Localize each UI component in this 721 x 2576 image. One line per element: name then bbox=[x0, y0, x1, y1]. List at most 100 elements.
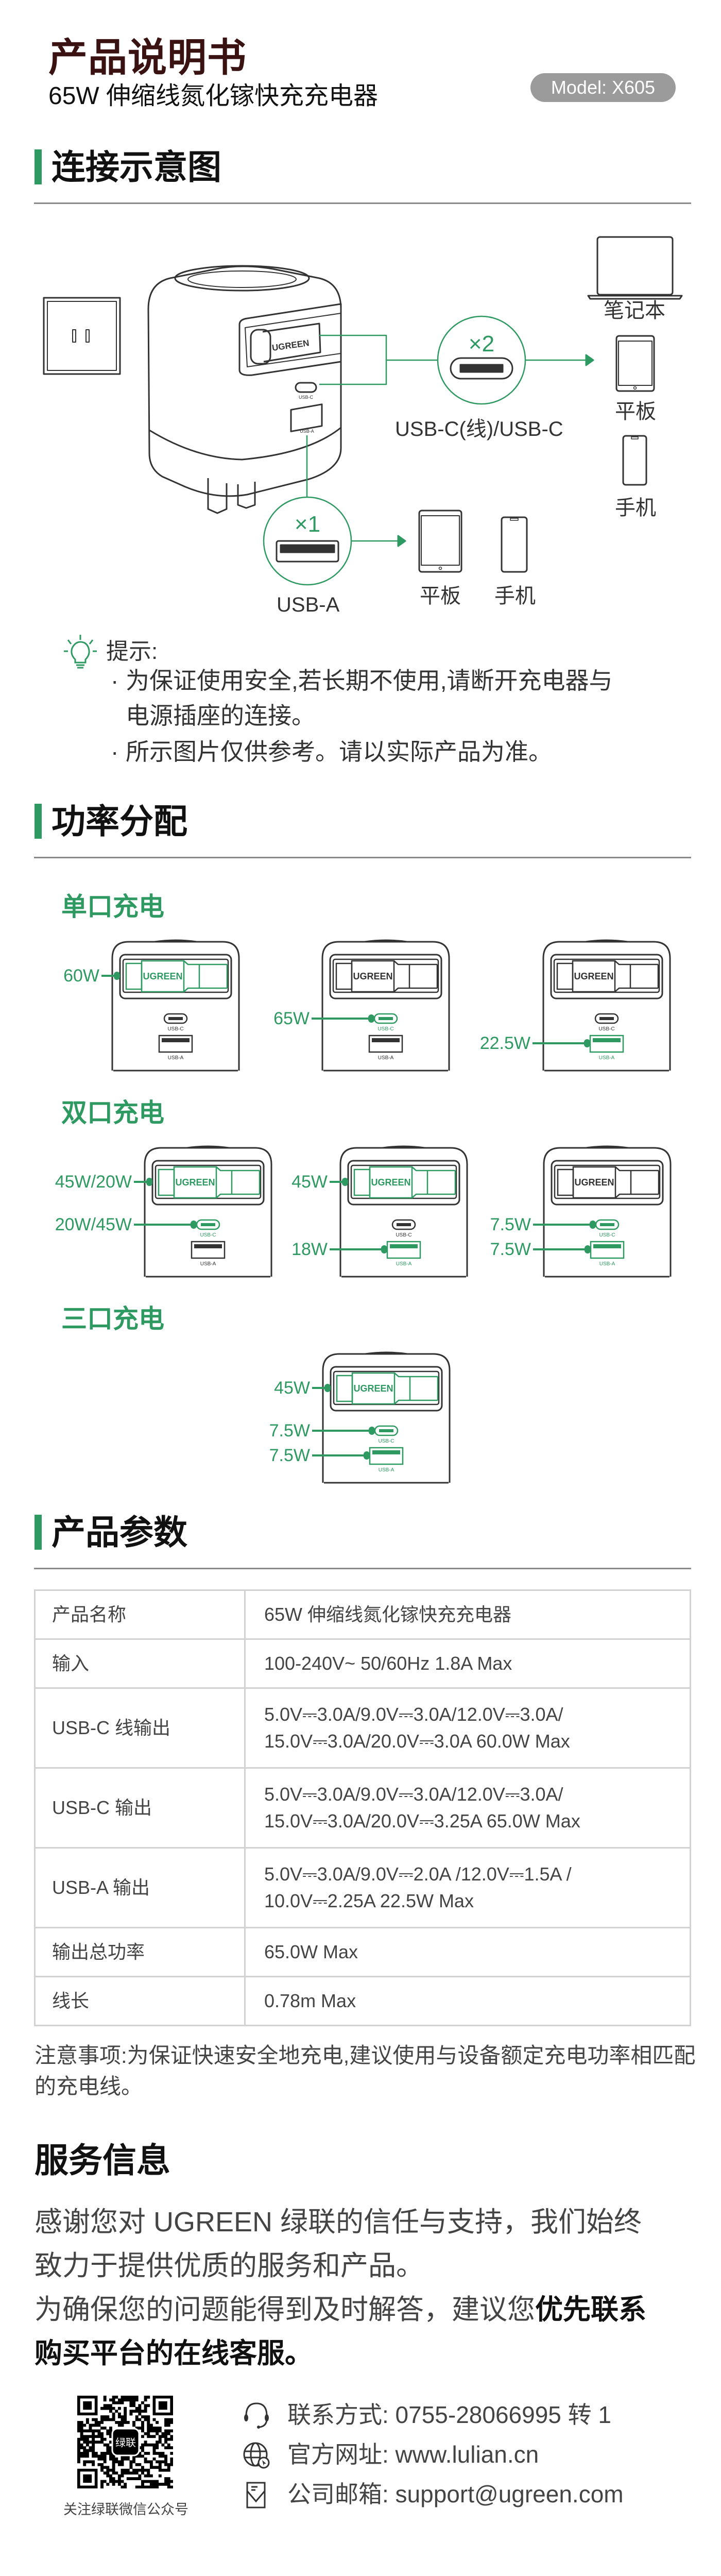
arrow-right-icon bbox=[397, 535, 406, 547]
bullet: · bbox=[111, 667, 119, 694]
power-leader-dot bbox=[590, 1221, 596, 1229]
power-leader-dot bbox=[324, 1384, 331, 1392]
svg-text:USB-A: USB-A bbox=[379, 1467, 394, 1473]
power-label: 45W bbox=[291, 1172, 328, 1192]
device-label-phone: 手机 bbox=[494, 585, 536, 607]
svg-text:USB-A: USB-A bbox=[168, 1055, 184, 1061]
mail-icon bbox=[246, 2482, 266, 2509]
spec-row: 线长 0.78m Max bbox=[34, 1976, 691, 2026]
power-leader-line bbox=[533, 1224, 592, 1226]
power-label: 65W bbox=[273, 1009, 310, 1028]
power-leader-dot bbox=[146, 1178, 152, 1186]
tablet-icon bbox=[615, 335, 655, 392]
tablet-icon bbox=[418, 510, 462, 573]
product-subtitle: 65W 伸缩线氮化镓快充充电器 bbox=[48, 82, 379, 110]
svg-text:USB-C: USB-C bbox=[378, 1438, 394, 1444]
power-label: 45W bbox=[274, 1378, 310, 1398]
brand-logo: UGREEN bbox=[143, 971, 182, 981]
lightbulb-icon bbox=[64, 635, 97, 669]
contact-website[interactable]: 官方网址: www.lulian.cn bbox=[287, 2441, 539, 2468]
power-leader-dot bbox=[368, 1014, 374, 1023]
device-label-tablet: 平板 bbox=[615, 400, 656, 423]
connector-lines bbox=[263, 315, 587, 586]
service-emphasis: 购买平台的在线客服。 bbox=[35, 2338, 313, 2369]
power-leader-dot bbox=[114, 972, 120, 980]
charger-front-view: UGREEN USB-C USB-A bbox=[321, 938, 451, 1072]
power-group-title: 三口充电 bbox=[61, 1304, 164, 1333]
usb-a-caption: USB-A bbox=[277, 594, 340, 616]
power-leader-line bbox=[134, 1224, 193, 1226]
svg-text:USB-A: USB-A bbox=[378, 1055, 394, 1061]
svg-text:USB-A: USB-A bbox=[599, 1261, 615, 1267]
usb-a-count: ×1 bbox=[295, 512, 320, 537]
usb-c-count: ×2 bbox=[469, 331, 494, 357]
power-leader-line bbox=[312, 1018, 370, 1020]
spec-key: 线长 bbox=[34, 1976, 246, 2026]
section-divider bbox=[34, 1568, 691, 1569]
power-leader-line bbox=[330, 1248, 383, 1250]
spec-value: 5.0V⎓3.0A/9.0V⎓3.0A/12.0V⎓3.0A/15.0V⎓3.0… bbox=[244, 1767, 691, 1849]
svg-text:USB-A: USB-A bbox=[396, 1261, 412, 1267]
power-label: 60W bbox=[63, 966, 99, 986]
section-divider bbox=[34, 202, 691, 204]
headset-icon bbox=[244, 2402, 269, 2429]
cable-plug bbox=[125, 960, 228, 993]
service-text-line: 感谢您对 UGREEN 绿联的信任与支持，我们始终 bbox=[35, 2207, 642, 2238]
usb-a-port-icon bbox=[158, 1035, 193, 1053]
power-leader-dot bbox=[585, 1245, 591, 1253]
brand-logo: UGREEN bbox=[353, 971, 392, 981]
globe-icon bbox=[243, 2442, 270, 2469]
spec-value-line: 65.0W Max bbox=[264, 1941, 358, 1962]
spec-value-line: 0.78m Max bbox=[264, 1990, 356, 2011]
usb-a-port-icon bbox=[386, 1241, 421, 1259]
spec-value-line: 15.0V⎓3.0A/20.0V⎓3.25A 65.0W Max bbox=[264, 1810, 580, 1832]
service-text: 为确保您的问题能得到及时解答，建议您 bbox=[35, 2294, 535, 2325]
contact-phone: 联系方式: 0755-28066995 转 1 bbox=[287, 2401, 612, 2428]
section-title-connection: 连接示意图 bbox=[52, 148, 221, 186]
spec-key: USB-C 输出 bbox=[34, 1767, 246, 1849]
usb-c-port-icon bbox=[595, 1219, 620, 1230]
phone-icon bbox=[622, 435, 647, 486]
charger-illustration: UGREEN USB-C USB-A bbox=[147, 265, 342, 514]
spec-key: 输入 bbox=[34, 1638, 246, 1689]
usb-c-port-icon bbox=[450, 357, 513, 380]
svg-text:USB-A: USB-A bbox=[200, 1261, 216, 1267]
svg-text:USB-C: USB-C bbox=[599, 1232, 615, 1238]
usb-c-port-icon bbox=[594, 1013, 619, 1024]
power-label: 7.5W bbox=[269, 1446, 310, 1465]
cable-plug bbox=[557, 1166, 660, 1199]
power-leader-line bbox=[533, 1248, 587, 1250]
spec-key: 产品名称 bbox=[34, 1589, 246, 1640]
brand-logo: UGREEN bbox=[175, 1177, 215, 1188]
power-label: 18W bbox=[291, 1240, 328, 1259]
spec-key: USB-A 输出 bbox=[34, 1847, 246, 1928]
brand-logo: UGREEN bbox=[574, 971, 613, 981]
spec-value: 5.0V⎓3.0A/9.0V⎓3.0A/12.0V⎓3.0A/15.0V⎓3.0… bbox=[244, 1687, 691, 1769]
charger-front-view: UGREEN USB-C USB-A bbox=[542, 1144, 672, 1278]
power-label: 7.5W bbox=[269, 1421, 310, 1440]
section-divider bbox=[34, 857, 691, 858]
spec-key: USB-C 线输出 bbox=[34, 1687, 246, 1769]
cable-plug bbox=[336, 1372, 439, 1405]
model-badge: Model: X605 bbox=[530, 73, 676, 102]
section-marker bbox=[35, 149, 42, 184]
charger-front-view: UGREEN USB-C USB-A bbox=[321, 1350, 451, 1484]
service-emphasis: 优先联系 bbox=[535, 2294, 646, 2325]
spec-value: 65.0W Max bbox=[244, 1927, 691, 1977]
cable-plug bbox=[158, 1166, 261, 1199]
spec-value-line: 100-240V~ 50/60Hz 1.8A Max bbox=[264, 1653, 512, 1674]
power-leader-dot bbox=[364, 1451, 370, 1460]
power-leader-line bbox=[101, 975, 116, 977]
svg-text:USB-C: USB-C bbox=[167, 1026, 183, 1032]
device-label-laptop: 笔记本 bbox=[604, 299, 665, 322]
service-text-line: 为确保您的问题能得到及时解答，建议您优先联系 bbox=[35, 2294, 646, 2325]
contact-email[interactable]: 公司邮箱: support@ugreen.com bbox=[287, 2481, 624, 2507]
spec-value: 65W 伸缩线氮化镓快充充电器 bbox=[244, 1589, 691, 1640]
usb-a-port-icon bbox=[368, 1035, 403, 1053]
page-title: 产品说明书 bbox=[48, 36, 247, 80]
